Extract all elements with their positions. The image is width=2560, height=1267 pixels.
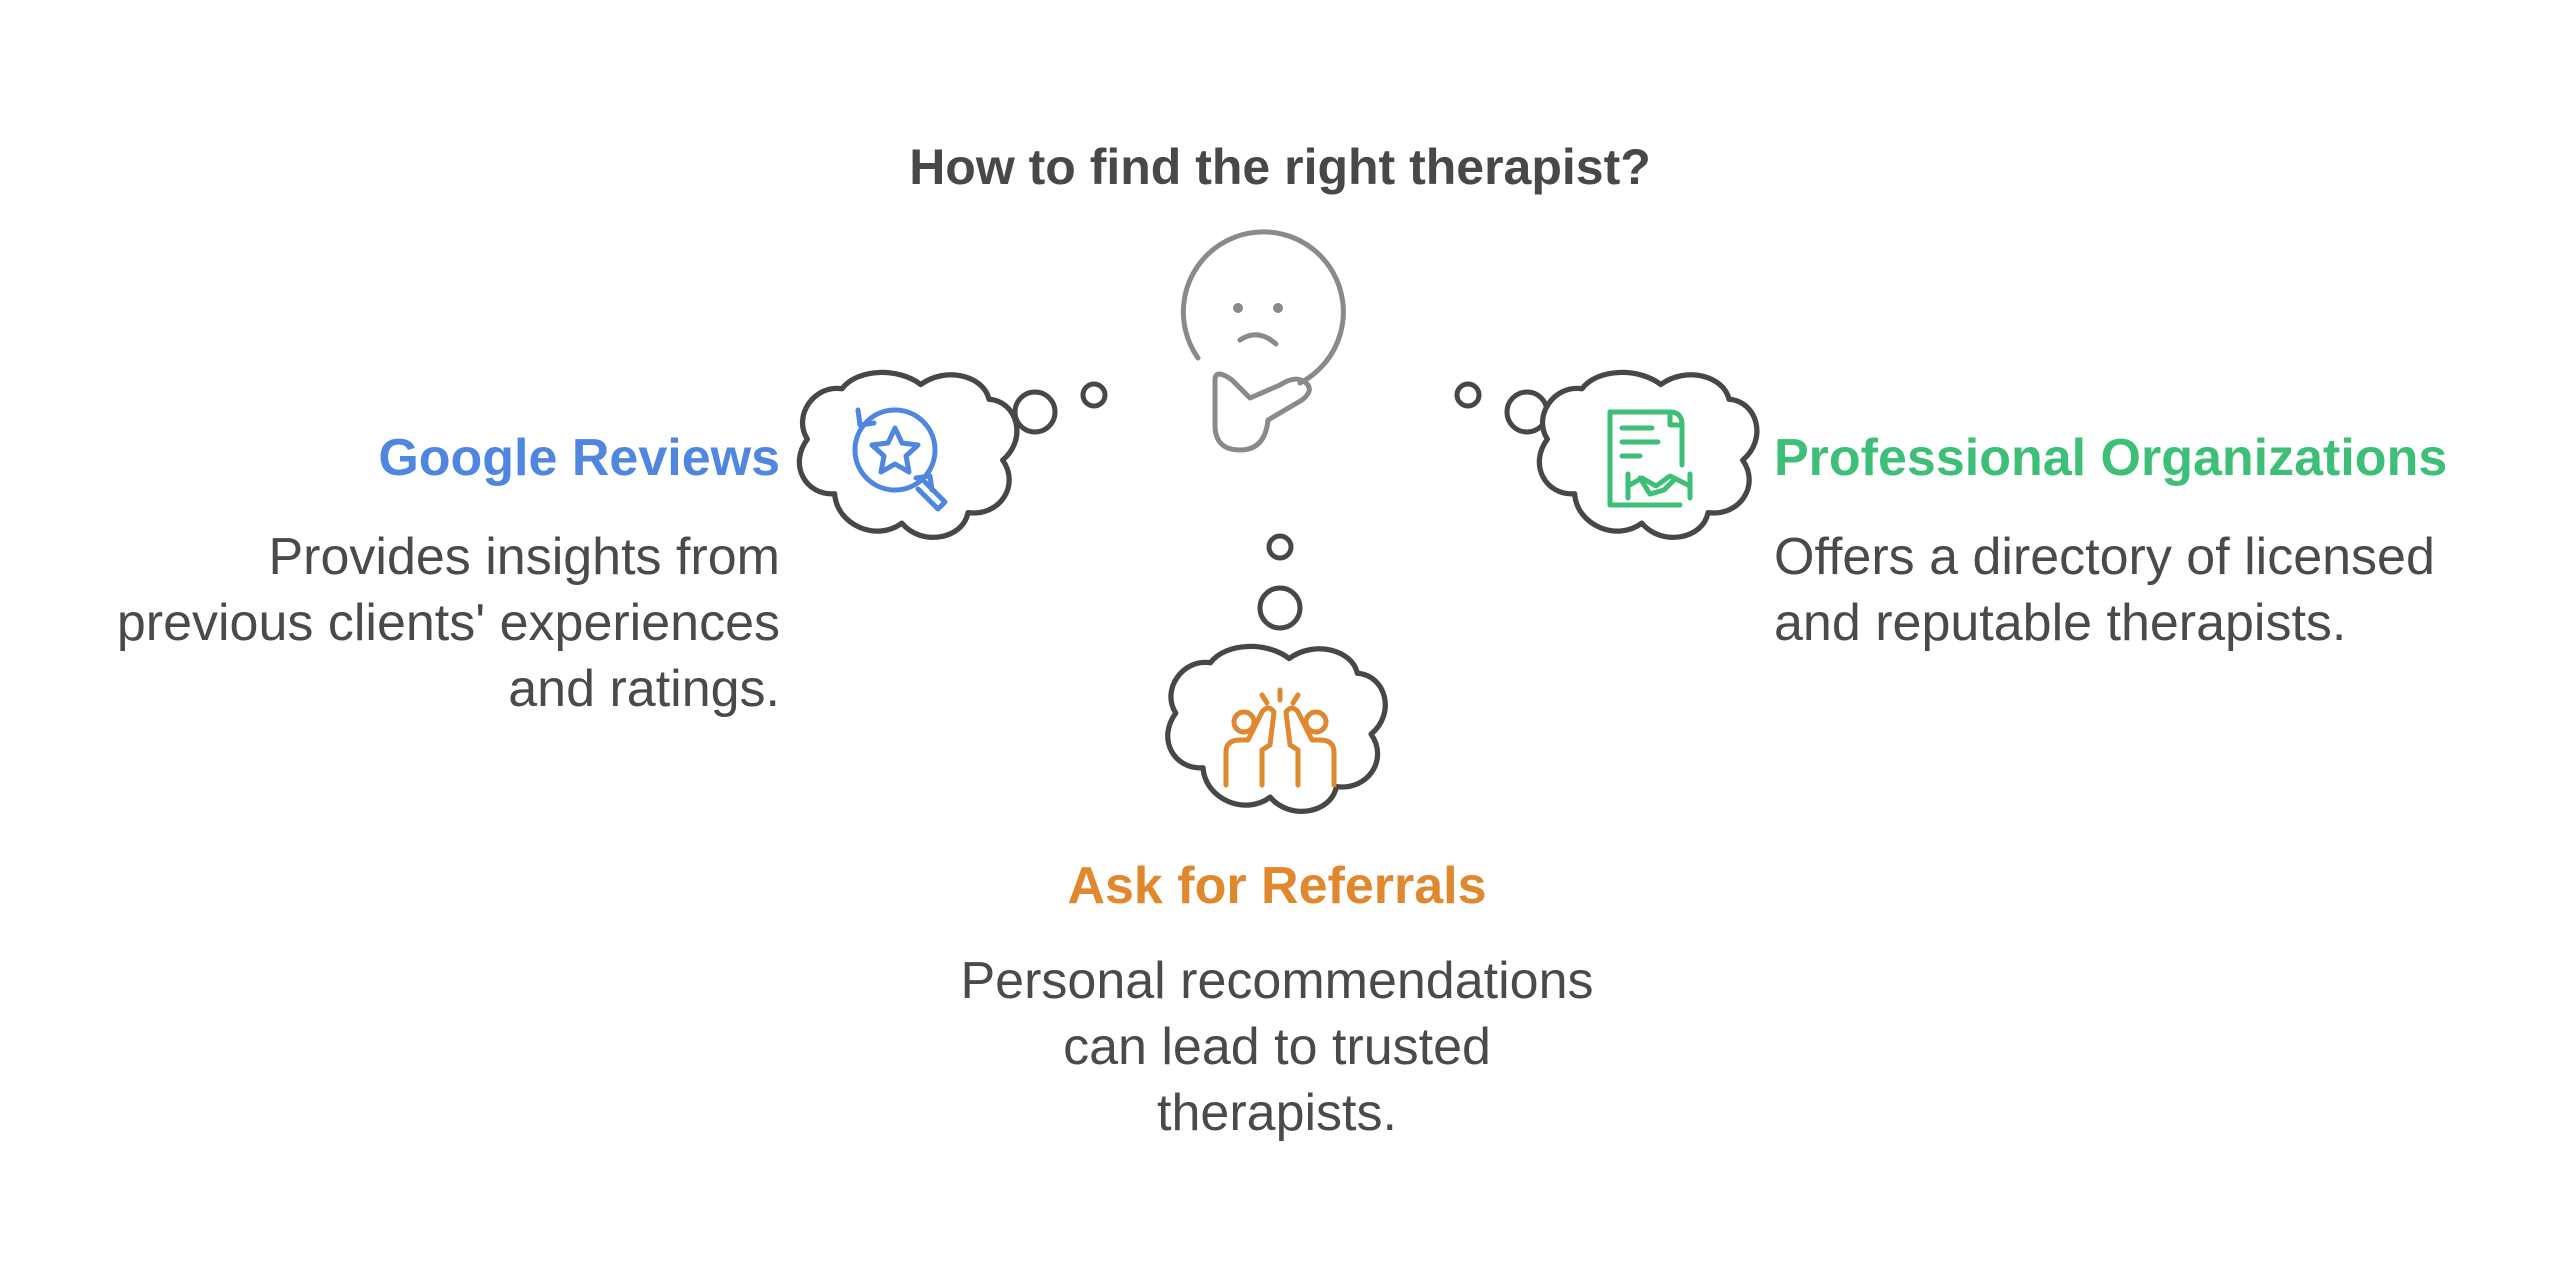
option-heading-google-reviews: Google Reviews <box>378 429 780 487</box>
option-heading-ask-for-referrals: Ask for Referrals <box>1067 857 1487 915</box>
document-handshake-icon <box>1607 409 1693 508</box>
option-description-google-reviews: Provides insights from previous clients'… <box>116 528 780 718</box>
cloud-left <box>796 369 1020 540</box>
option-description-professional-organizations: Offers a directory of licensed and reput… <box>1774 528 2435 652</box>
high-five-icon <box>1223 687 1337 788</box>
thought-dots-left <box>1012 381 1108 435</box>
thought-dots-right <box>1454 381 1550 435</box>
diagram-title: How to find the right therapist? <box>909 139 1651 195</box>
thinking-face-icon <box>1180 229 1346 453</box>
cloud-right <box>1536 369 1760 540</box>
option-description-ask-for-referrals: Personal recommendations can lead to tru… <box>960 952 1594 1142</box>
thought-dots-bottom <box>1257 533 1303 631</box>
option-heading-professional-organizations: Professional Organizations <box>1774 429 2448 487</box>
magnifier-star-icon <box>852 407 948 512</box>
cloud-bottom <box>1165 643 1388 814</box>
